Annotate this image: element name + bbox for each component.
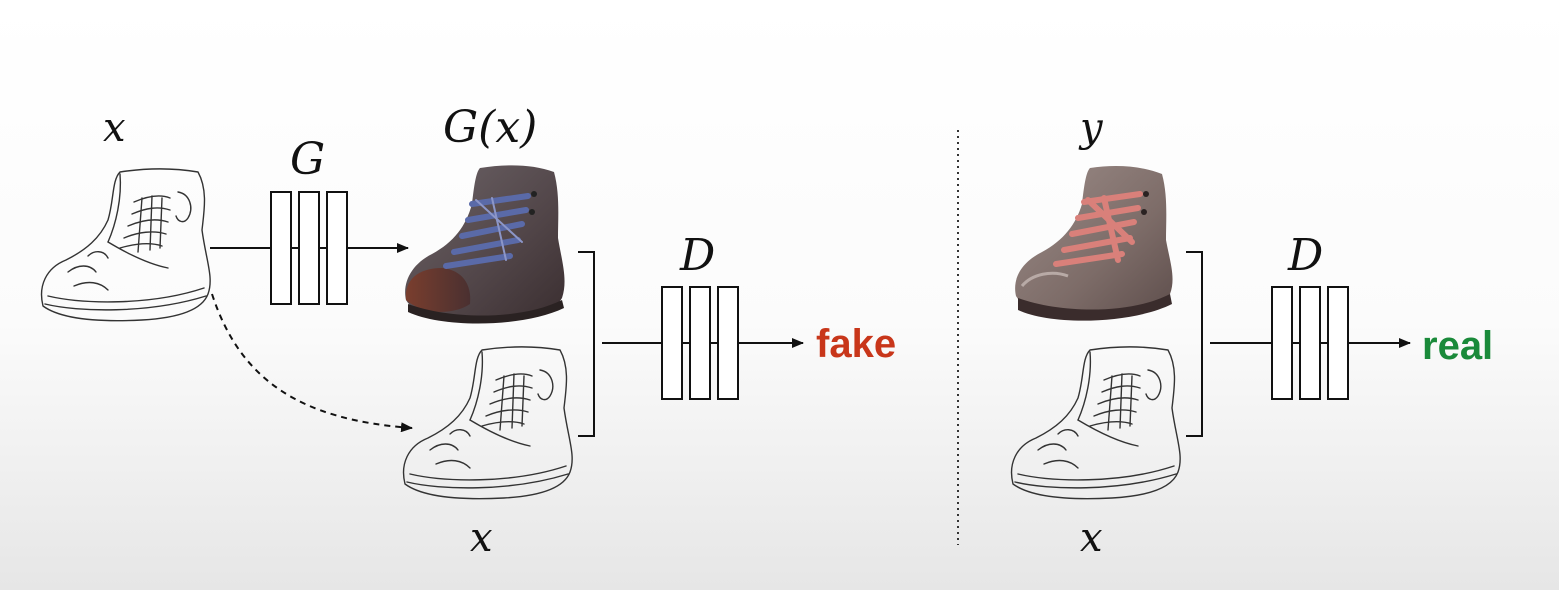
generated-label: G(x): [443, 102, 538, 153]
input-x-bottom-left-label: x: [470, 515, 493, 561]
network-block-icon: [270, 191, 348, 305]
input-x-label: x: [103, 105, 126, 151]
target-y-label: y: [1080, 105, 1103, 151]
arrow-icon: [211, 293, 413, 433]
sketch-shoe-icon: [1010, 346, 1181, 500]
generated-shoe-icon: [405, 165, 565, 324]
network-block-icon: [1271, 286, 1349, 400]
real-output: real: [1422, 324, 1494, 368]
bracket-icon: [578, 251, 595, 437]
real-shoe-icon: [1015, 166, 1173, 321]
discriminator-right-label: D: [1288, 230, 1324, 281]
bracket-icon: [1186, 251, 1203, 437]
fake-output: fake: [816, 322, 897, 366]
sketch-shoe-icon: [40, 168, 211, 322]
input-x-bottom-right-label: x: [1080, 515, 1103, 561]
generator-label: G: [290, 134, 326, 185]
discriminator-left-label: D: [680, 230, 716, 281]
sketch-shoe-icon: [402, 346, 573, 500]
network-block-icon: [661, 286, 739, 400]
